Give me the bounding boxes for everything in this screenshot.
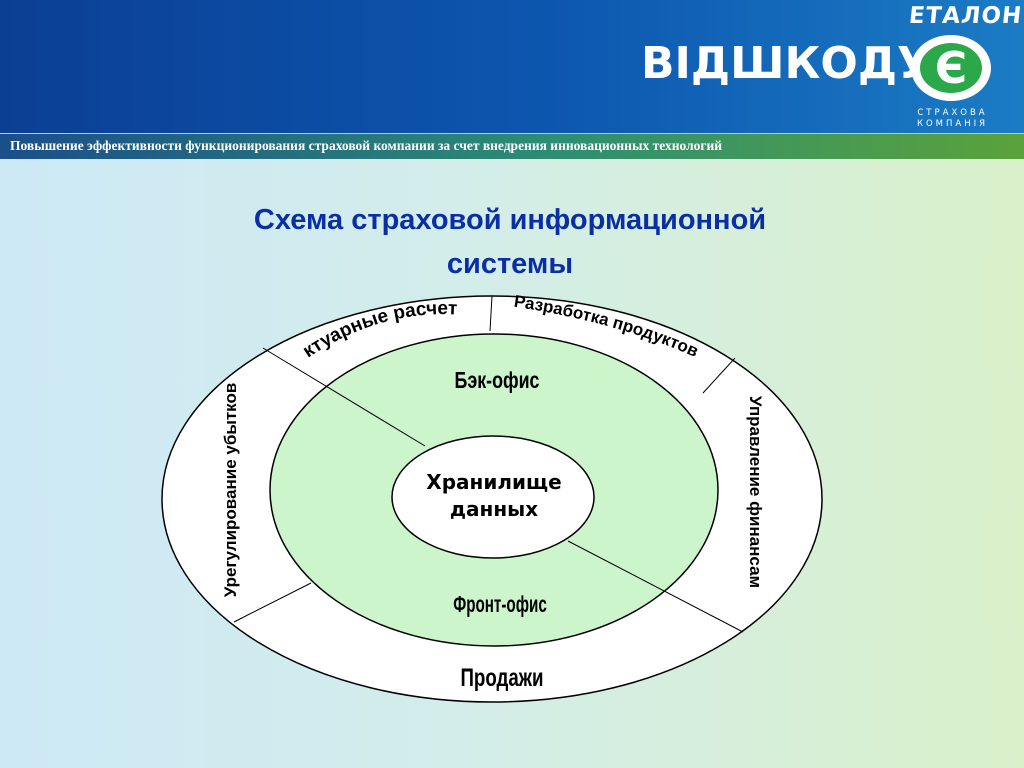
center-label-line2: данных	[450, 497, 538, 521]
center-label-line1: Хранилище	[426, 470, 561, 494]
logo-sub-line2: КОМПАНІЯ	[916, 119, 989, 129]
insurance-system-diagram: Хранилище данных Бэк-офис Фронт-офис Акт…	[150, 285, 823, 703]
divider-lower-left	[233, 582, 312, 623]
divider-lower-right	[567, 540, 744, 633]
back-office-label: Бэк-офис	[455, 368, 540, 394]
logo-main-text: ВІДШКОДУ	[641, 38, 931, 89]
claims-label: Урегулирование убытков	[221, 383, 240, 598]
core-ellipse	[391, 435, 595, 559]
title-line1: Схема страховой информационной	[253, 204, 767, 236]
logo-subtitle: СТРАХОВА КОМПАНІЯ	[905, 108, 1000, 130]
title-line2: системы	[446, 248, 574, 280]
sales-label: Продажи	[460, 663, 543, 691]
header-banner: ЕТАЛОН ВІДШКОДУ Є СТРАХОВА КОМПАНІЯ	[0, 0, 1024, 133]
logo-emblem-icon: Є	[911, 35, 991, 101]
logo-top-text: ЕТАЛОН	[907, 3, 1024, 29]
divider-top	[489, 295, 493, 332]
divider-upper-right	[702, 357, 736, 394]
logo-sub-line1: СТРАХОВА	[917, 108, 988, 118]
front-office-label: Фронт-офис	[453, 592, 547, 618]
subtitle-bar: Повышение эффективности функционирования…	[0, 133, 1024, 159]
finance-label: Управление финансам	[746, 396, 765, 588]
logo-emblem-letter: Є	[935, 43, 967, 94]
subtitle-text: Повышение эффективности функционирования…	[10, 138, 723, 153]
slide-title: Схема страховой информационной системы	[160, 198, 860, 286]
divider-upper-left	[262, 347, 426, 447]
